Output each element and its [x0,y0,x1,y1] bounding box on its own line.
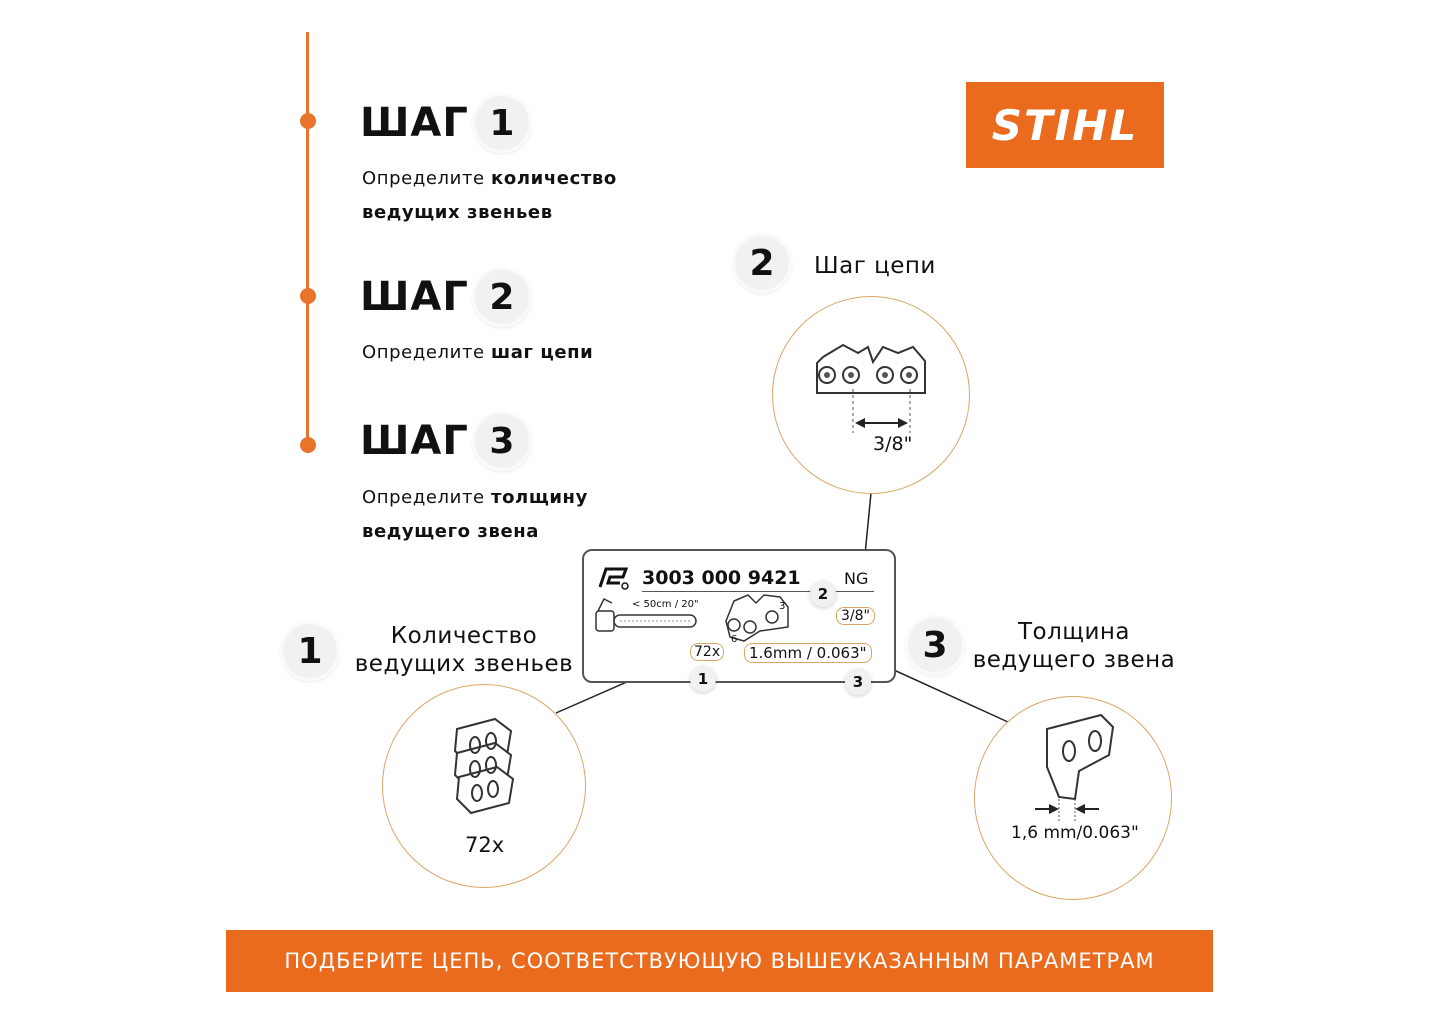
count-label-line-2: ведущих звеньев [354,651,574,677]
step-2-desc-plain: Определите [362,342,492,363]
step-3-desc-plain: Определите [362,487,492,508]
pitch-label: Шаг цепи [814,253,936,279]
pitch-circle: 3/8" [772,296,970,494]
timeline-dot-step-2 [300,288,316,304]
step-1-description: Определите количество ведущих звеньев [362,162,617,230]
chain-data-plate: 3003 000 9421 NG < 50cm / 20" 3 6 3/8" 7… [582,549,896,683]
step-2-number-badge: 2 [474,270,529,324]
gauge-number-badge: 3 [908,618,962,672]
gauge-label: Толщина ведущего звена [970,618,1178,674]
step-3-title: ШАГ [360,418,469,464]
plate-small-6: 6 [731,634,738,645]
step-3-desc-bold-2: ведущего звена [362,521,540,542]
plate-divider [642,591,874,592]
gauge-circle: 1,6 mm/0.063" [974,696,1172,900]
timeline-dot-step-3 [300,437,316,453]
stihl-plate-logo-icon [598,567,629,590]
gauge-label-line-2: ведущего звена [972,647,1176,673]
chainsaw-icon [595,597,697,632]
step-2-header: ШАГ 2 [360,270,529,324]
step-1-title: ШАГ [360,100,469,146]
bottom-banner-text: ПОДБЕРИТЕ ЦЕПЬ, СООТВЕТСТВУЮЩУЮ ВЫШЕУКАЗ… [284,949,1155,973]
gauge-label-line-1: Толщина [1017,619,1131,645]
plate-marker-3: 3 [845,669,871,695]
plate-count-value: 72x [690,643,725,661]
count-label: Количество ведущих звеньев [352,622,576,678]
pitch-circle-value: 3/8" [873,433,913,455]
plate-pitch-value: 3/8" [836,607,875,625]
step-1-desc-plain: Определите [362,168,492,189]
plate-marker-1: 1 [690,666,716,692]
bottom-banner: ПОДБЕРИТЕ ЦЕПЬ, СООТВЕТСТВУЮЩУЮ ВЫШЕУКАЗ… [226,930,1213,992]
step-3-header: ШАГ 3 [360,414,529,468]
step-3-number-badge: 3 [474,414,529,468]
step-2-description: Определите шаг цепи [362,336,593,370]
step-2-desc-bold-1: шаг цепи [491,342,594,363]
pitch-number-badge: 2 [735,236,789,290]
stihl-logo: STIHL [966,82,1164,168]
timeline-dot-step-1 [300,113,316,129]
drive-link-thickness-icon [1035,713,1115,821]
count-label-line-1: Количество [390,623,538,649]
count-number-badge: 1 [283,624,337,678]
step-1-number-badge: 1 [474,96,529,150]
step-1-desc-bold-2: ведущих звеньев [362,202,553,223]
plate-type: NG [844,569,869,588]
step-2-title: ШАГ [360,274,469,320]
stihl-logo-text: STIHL [991,100,1139,150]
step-1-header: ШАГ 1 [360,96,529,150]
timeline-line [306,32,309,450]
chain-segment-icon [816,343,926,433]
step-3-description: Определите толщину ведущего звена [362,481,588,549]
plate-marker-2: 2 [810,581,836,607]
count-circle-value: 72x [465,833,505,857]
plate-bar-length: < 50cm / 20" [632,599,699,610]
drive-links-stack-icon [453,717,515,815]
plate-gauge-value: 1.6mm / 0.063" [744,643,872,663]
step-3-desc-bold-1: толщину [491,487,588,508]
plate-part-number: 3003 000 9421 [642,567,801,589]
plate-small-3: 3 [779,601,786,612]
plate-chain-link-icon [725,594,789,642]
step-1-desc-bold-1: количество [491,168,617,189]
count-circle: 72x [382,684,586,888]
gauge-circle-value: 1,6 mm/0.063" [1011,823,1139,843]
